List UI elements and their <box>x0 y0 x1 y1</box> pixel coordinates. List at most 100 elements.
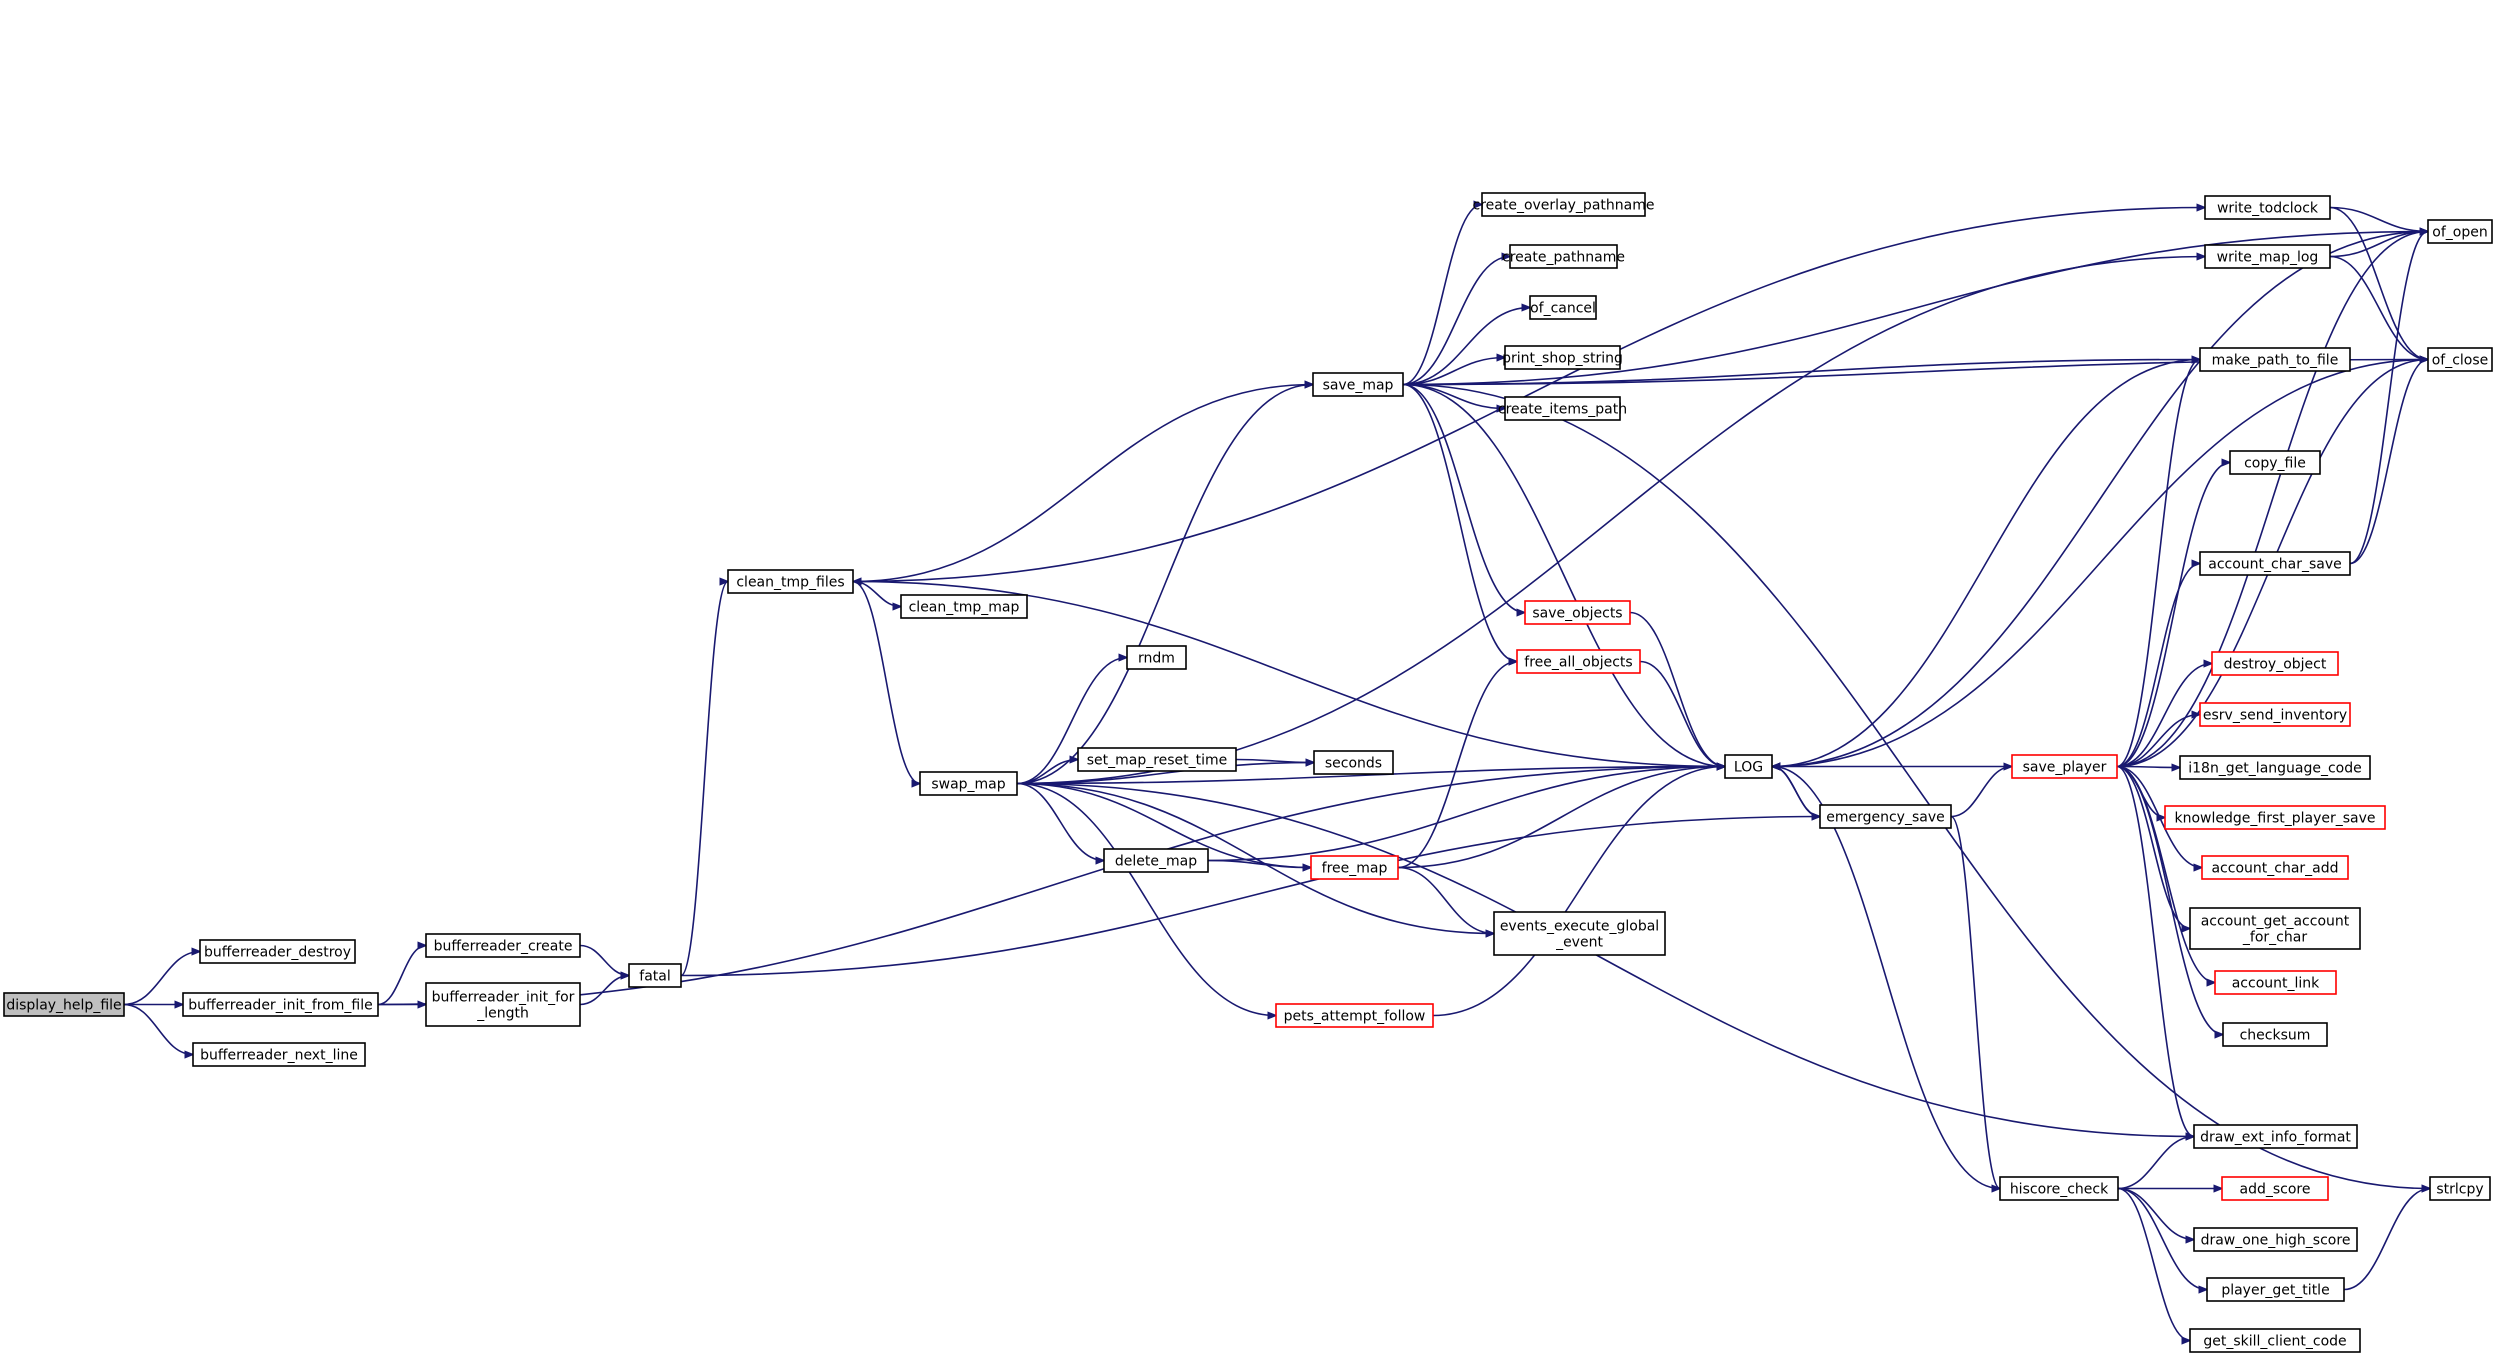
node-box[interactable] <box>1724 754 1773 779</box>
node-box[interactable] <box>2201 855 2349 880</box>
node-box[interactable] <box>2427 219 2493 244</box>
node-display-help-file[interactable]: display_help_file <box>3 992 125 1017</box>
node-box[interactable] <box>1310 855 1399 880</box>
node-bufferreader-init-for-length[interactable]: bufferreader_init_for_length <box>425 982 581 1027</box>
node-save-player[interactable]: save_player <box>2011 754 2118 779</box>
node-box[interactable] <box>727 569 854 594</box>
node-print-shop-string[interactable]: print_shop_string <box>1502 345 1623 370</box>
node-box[interactable] <box>1313 750 1394 775</box>
node-box[interactable] <box>1504 345 1621 370</box>
node-box[interactable] <box>1103 848 1209 873</box>
node-bufferreader-create[interactable]: bufferreader_create <box>425 933 581 958</box>
node-box[interactable] <box>2189 907 2361 950</box>
node-write-map-log[interactable]: write_map_log <box>2204 244 2331 269</box>
node-of-cancel[interactable]: of_cancel <box>1529 295 1597 320</box>
node-get-skill-client-code[interactable]: get_skill_client_code <box>2189 1328 2361 1353</box>
node-box[interactable] <box>1999 1176 2119 1201</box>
node-free-all-objects[interactable]: free_all_objects <box>1516 649 1641 674</box>
node-seconds[interactable]: seconds <box>1313 750 1394 775</box>
node-box[interactable] <box>2199 551 2351 576</box>
node-box[interactable] <box>182 992 379 1017</box>
node-box[interactable] <box>199 939 356 964</box>
node-knowledge-first-player-save[interactable]: knowledge_first_player_save <box>2164 805 2386 830</box>
node-box[interactable] <box>1516 649 1641 674</box>
node-account-char-save[interactable]: account_char_save <box>2199 551 2351 576</box>
node-copy-file[interactable]: copy_file <box>2229 450 2321 475</box>
node-hiscore-check[interactable]: hiscore_check <box>1999 1176 2119 1201</box>
node-fatal[interactable]: fatal <box>628 963 682 988</box>
node-bufferreader-init-from-file[interactable]: bufferreader_init_from_file <box>182 992 379 1017</box>
node-box[interactable] <box>1481 192 1646 217</box>
node-LOG[interactable]: LOG <box>1724 754 1773 779</box>
node-delete-map[interactable]: delete_map <box>1103 848 1209 873</box>
node-clean-tmp-files[interactable]: clean_tmp_files <box>727 569 854 594</box>
node-set-map-reset-time[interactable]: set_map_reset_time <box>1077 747 1237 772</box>
node-box[interactable] <box>2429 1176 2491 1201</box>
node-box[interactable] <box>2204 195 2331 220</box>
node-box[interactable] <box>2164 805 2386 830</box>
node-account-char-add[interactable]: account_char_add <box>2201 855 2349 880</box>
node-write-todclock[interactable]: write_todclock <box>2204 195 2331 220</box>
node-save-objects[interactable]: save_objects <box>1524 600 1631 625</box>
node-box[interactable] <box>1493 911 1666 956</box>
node-box[interactable] <box>2221 1176 2329 1201</box>
node-box[interactable] <box>919 771 1018 796</box>
node-box[interactable] <box>3 992 125 1017</box>
node-account-link[interactable]: account_link <box>2214 970 2337 995</box>
node-add-score[interactable]: add_score <box>2221 1176 2329 1201</box>
node-box[interactable] <box>2199 702 2351 727</box>
node-box[interactable] <box>900 594 1028 619</box>
node-strlcpy[interactable]: strlcpy <box>2429 1176 2491 1201</box>
node-box[interactable] <box>1529 295 1597 320</box>
node-save-map[interactable]: save_map <box>1312 372 1404 397</box>
node-box[interactable] <box>2427 347 2493 372</box>
node-create-overlay-pathname[interactable]: create_overlay_pathname <box>1473 192 1655 217</box>
node-box[interactable] <box>2206 1277 2345 1302</box>
node-make-path-to-file[interactable]: make_path_to_file <box>2199 347 2351 372</box>
node-box[interactable] <box>628 963 682 988</box>
node-create-pathname[interactable]: create_pathname <box>1502 244 1625 269</box>
node-box[interactable] <box>1077 747 1237 772</box>
node-box[interactable] <box>2214 970 2337 995</box>
node-box[interactable] <box>2229 450 2321 475</box>
node-bufferreader-next-line[interactable]: bufferreader_next_line <box>192 1042 366 1067</box>
node-of-open[interactable]: of_open <box>2427 219 2493 244</box>
node-i18n-get-language-code[interactable]: i18n_get_language_code <box>2179 755 2371 780</box>
node-box[interactable] <box>1275 1003 1434 1028</box>
node-box[interactable] <box>2193 1227 2358 1252</box>
node-emergency-save[interactable]: emergency_save <box>1819 804 1952 829</box>
node-swap-map[interactable]: swap_map <box>919 771 1018 796</box>
node-box[interactable] <box>2211 651 2339 676</box>
node-clean-tmp-map[interactable]: clean_tmp_map <box>900 594 1028 619</box>
node-pets-attempt-follow[interactable]: pets_attempt_follow <box>1275 1003 1434 1028</box>
node-box[interactable] <box>2199 347 2351 372</box>
node-free-map[interactable]: free_map <box>1310 855 1399 880</box>
node-player-get-title[interactable]: player_get_title <box>2206 1277 2345 1302</box>
node-box[interactable] <box>425 982 581 1027</box>
node-destroy-object[interactable]: destroy_object <box>2211 651 2339 676</box>
node-rndm[interactable]: rndm <box>1126 645 1187 670</box>
node-events-execute-global-event[interactable]: events_execute_global_event <box>1493 911 1666 956</box>
node-of-close[interactable]: of_close <box>2427 347 2493 372</box>
node-box[interactable] <box>1509 244 1618 269</box>
node-bufferreader-destroy[interactable]: bufferreader_destroy <box>199 939 356 964</box>
node-create-items-path[interactable]: create_items_path <box>1498 396 1627 421</box>
node-box[interactable] <box>192 1042 366 1067</box>
node-box[interactable] <box>1524 600 1631 625</box>
node-draw-ext-info-format[interactable]: draw_ext_info_format <box>2193 1124 2358 1149</box>
node-checksum[interactable]: checksum <box>2222 1022 2328 1047</box>
node-box[interactable] <box>2193 1124 2358 1149</box>
node-draw-one-high-score[interactable]: draw_one_high_score <box>2193 1227 2358 1252</box>
node-box[interactable] <box>1504 396 1621 421</box>
node-box[interactable] <box>1126 645 1187 670</box>
node-box[interactable] <box>2179 755 2371 780</box>
node-esrv-send-inventory[interactable]: esrv_send_inventory <box>2199 702 2351 727</box>
node-box[interactable] <box>1312 372 1404 397</box>
node-box[interactable] <box>2189 1328 2361 1353</box>
node-box[interactable] <box>1819 804 1952 829</box>
node-box[interactable] <box>2011 754 2118 779</box>
node-box[interactable] <box>2222 1022 2328 1047</box>
node-account-get-account-for-char[interactable]: account_get_account_for_char <box>2189 907 2361 950</box>
node-box[interactable] <box>425 933 581 958</box>
node-box[interactable] <box>2204 244 2331 269</box>
